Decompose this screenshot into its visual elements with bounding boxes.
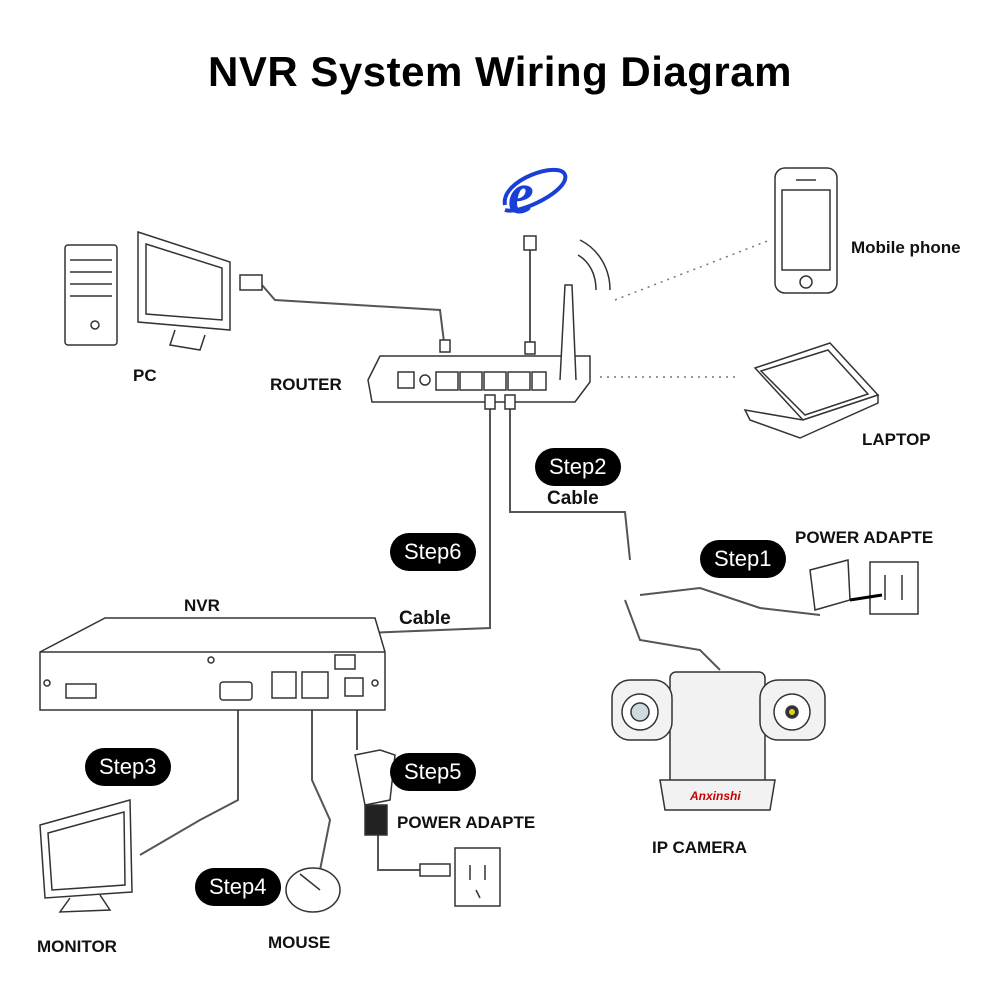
power-outlet-cable — [377, 835, 420, 871]
camera-power-adapter-label: POWER ADAPTE — [795, 528, 934, 547]
nvr-label: NVR — [184, 596, 220, 615]
nvr-icon — [39, 617, 386, 711]
step2-badge: Step2 — [535, 448, 621, 486]
step4-badge: Step4 — [195, 868, 281, 906]
internet-explorer-icon: e — [502, 161, 568, 226]
step3-badge: Step3 — [85, 748, 171, 786]
monitor-label: MONITOR — [37, 937, 117, 956]
mouse-icon — [285, 867, 341, 913]
laptop-label: LAPTOP — [862, 430, 931, 449]
mobile-phone-label: Mobile phone — [851, 238, 961, 257]
monitor-icon — [39, 799, 133, 913]
ip-camera-label: IP CAMERA — [652, 838, 748, 857]
wifi-link-phone — [614, 239, 771, 301]
diagram-title: NVR System Wiring Diagram — [208, 48, 792, 95]
router-camera-cable — [509, 400, 631, 561]
step5-badge: Step5 — [390, 753, 476, 791]
pc-label: PC — [133, 366, 157, 385]
ip-camera-icon — [611, 671, 826, 811]
step6-badge: Step6 — [390, 533, 476, 571]
pc-icon — [64, 230, 263, 351]
mobile-phone-icon — [774, 167, 838, 294]
mouse-label: MOUSE — [268, 933, 331, 952]
camera-power-cable — [639, 586, 821, 616]
nvr-mouse-cable — [311, 705, 332, 871]
router-cable-label: Cable — [547, 488, 599, 509]
nvr-cable-label: Cable — [399, 608, 451, 629]
nvr-power-adapter-label: POWER ADAPTE — [397, 813, 536, 832]
cables — [139, 250, 821, 871]
pc-router-cable — [261, 284, 446, 351]
camera-power-adapter-icon — [809, 559, 919, 615]
nvr-monitor-cable — [139, 705, 239, 856]
laptop-icon — [743, 342, 880, 439]
router-label: ROUTER — [270, 375, 342, 394]
router-icon — [367, 235, 611, 410]
camera-brand-label: Anxinshi — [690, 789, 741, 803]
camera-splitter — [624, 599, 721, 671]
svg-text:e: e — [508, 161, 534, 226]
nvr-power-adapter-icon — [354, 749, 501, 907]
step1-badge: Step1 — [700, 540, 786, 578]
